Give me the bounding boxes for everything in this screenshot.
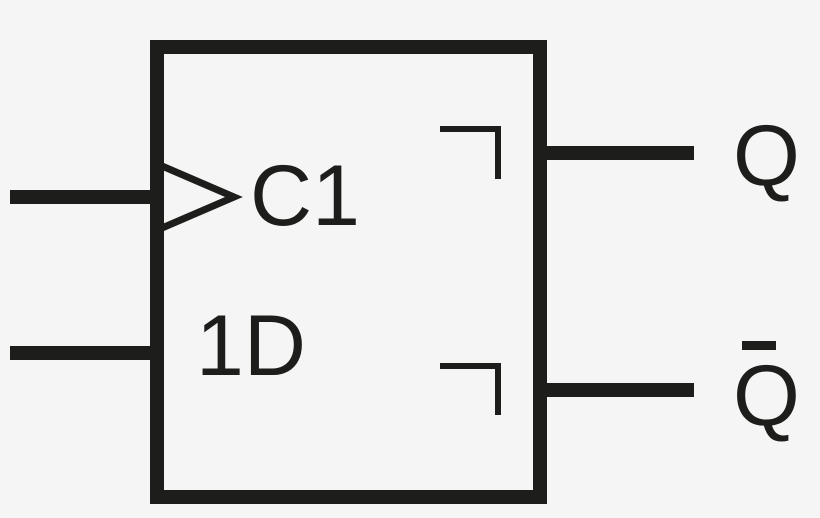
clock-edge-indicator [160,162,243,232]
q-output-label: Q [733,108,800,204]
clock-label: C1 [250,148,360,244]
flip-flop-body [150,40,547,504]
q-bar-output-label: Q [733,348,800,444]
q-postponed-mark [440,126,501,179]
data-label: 1D [196,298,306,394]
q-bar-overbar [742,341,776,350]
q-bar-postponed-mark [440,363,501,415]
